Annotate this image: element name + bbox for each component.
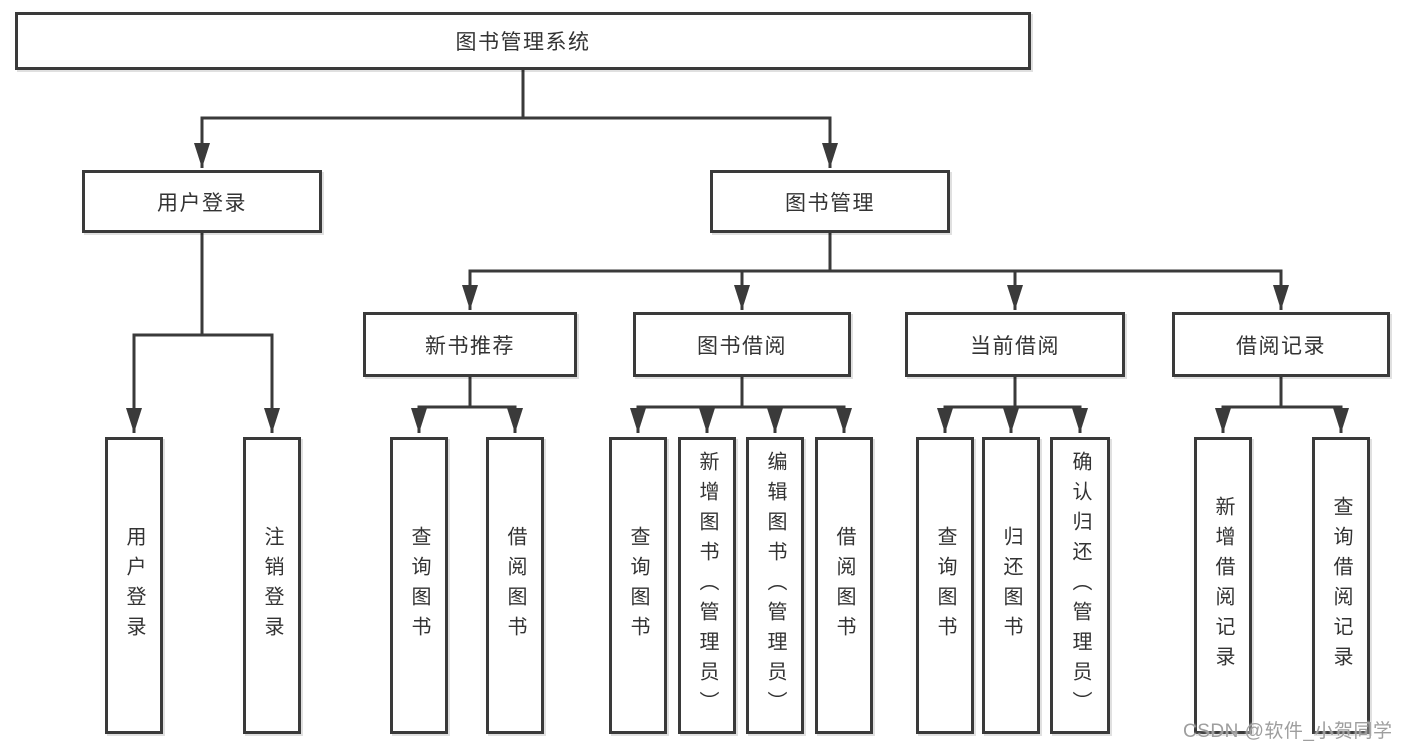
node-label: 图书管理系统 <box>455 31 591 54</box>
node-label: 确认归还（管理员） <box>1069 450 1091 721</box>
leaf-add-books-admin: 新增图书（管理员） <box>678 437 736 734</box>
connector-root-to-level2 <box>194 70 838 168</box>
leaf-borrow-books: 借阅图书 <box>815 437 873 734</box>
leaf-query-books-recommend: 查询图书 <box>390 437 448 734</box>
leaf-user-login: 用户登录 <box>105 437 163 734</box>
node-label: 借阅记录 <box>1236 334 1326 358</box>
node-label: 当前借阅 <box>970 334 1060 358</box>
connector-recommend-to-leaves <box>411 377 523 433</box>
node-label: 新增图书（管理员） <box>696 450 718 721</box>
connector-records-to-leaves <box>1215 377 1349 433</box>
node-label: 用户登录 <box>123 525 145 646</box>
leaf-borrow-books-recommend: 借阅图书 <box>486 437 544 734</box>
node-book-borrowing: 图书借阅 <box>633 312 851 377</box>
node-label: 查询借阅记录 <box>1330 495 1352 676</box>
leaf-query-books-current: 查询图书 <box>916 437 974 734</box>
node-label: 注销登录 <box>261 525 283 646</box>
node-label: 归还图书 <box>1000 525 1022 646</box>
node-label: 编辑图书（管理员） <box>764 450 786 721</box>
node-label: 新书推荐 <box>425 334 515 358</box>
node-label: 新增借阅记录 <box>1212 495 1234 676</box>
connector-mgmt-to-level3 <box>462 233 1289 310</box>
leaf-add-borrow-record: 新增借阅记录 <box>1194 437 1252 734</box>
node-label: 查询图书 <box>627 525 649 646</box>
node-system-root: 图书管理系统 <box>15 12 1031 70</box>
node-current-borrowing: 当前借阅 <box>905 312 1125 377</box>
leaf-return-books: 归还图书 <box>982 437 1040 734</box>
leaf-query-books-borrow: 查询图书 <box>609 437 667 734</box>
node-book-management: 图书管理 <box>710 170 950 233</box>
connector-current-to-leaves <box>937 377 1088 433</box>
node-label: 借阅图书 <box>833 525 855 646</box>
connector-borrow-to-leaves <box>630 377 852 433</box>
leaf-edit-books-admin: 编辑图书（管理员） <box>746 437 804 734</box>
node-label: 图书管理 <box>785 191 875 215</box>
leaf-logout: 注销登录 <box>243 437 301 734</box>
leaf-query-borrow-record: 查询借阅记录 <box>1312 437 1370 734</box>
node-label: 查询图书 <box>934 525 956 646</box>
node-new-book-recommend: 新书推荐 <box>363 312 577 377</box>
node-label: 查询图书 <box>408 525 430 646</box>
node-borrowing-records: 借阅记录 <box>1172 312 1390 377</box>
connector-login-to-leaves <box>126 233 280 433</box>
node-label: 借阅图书 <box>504 525 526 646</box>
node-label: 图书借阅 <box>697 334 787 358</box>
node-user-login: 用户登录 <box>82 170 322 233</box>
leaf-confirm-return-admin: 确认归还（管理员） <box>1050 437 1110 734</box>
node-label: 用户登录 <box>157 191 247 215</box>
csdn-watermark: CSDN @软件_小贺同学 <box>1183 721 1393 742</box>
